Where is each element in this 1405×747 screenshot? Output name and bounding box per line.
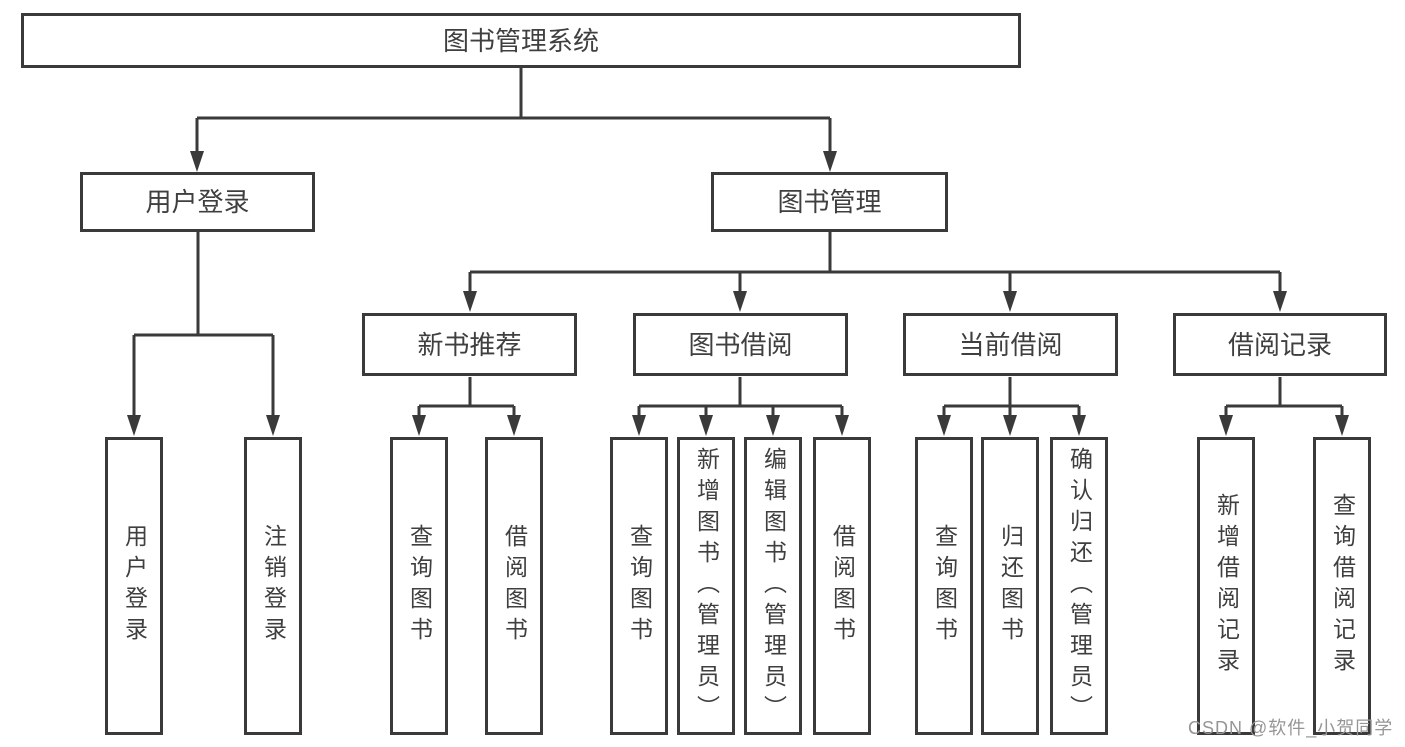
leaf-add-borrow-record: 新增借阅记录 [1197,437,1255,735]
leaf-query-book-current: 查询图书 [915,437,973,735]
node-new-book-recommend: 新书推荐 [362,313,577,376]
arrowhead [1072,415,1086,436]
arrowhead [835,415,849,436]
leaf-query-book-borrowing: 查询图书 [610,437,668,735]
tree-edges [132,68,1344,418]
leaf-borrow-book-recommend: 借阅图书 [485,437,543,735]
node-user-login: 用户登录 [80,172,315,232]
leaf-query-borrow-record: 查询借阅记录 [1313,437,1371,735]
node-book-management: 图书管理 [711,172,948,232]
arrowhead [127,415,141,436]
arrowhead [1219,415,1233,436]
leaf-edit-book-admin: 编辑图书（管理员） [744,437,802,735]
arrowhead [1003,415,1017,436]
arrowhead [699,415,713,436]
arrowhead [1273,291,1287,312]
leaf-confirm-return-admin: 确认归还（管理员） [1050,437,1108,735]
node-borrow-records: 借阅记录 [1173,313,1387,376]
arrowhead [266,415,280,436]
node-current-borrowing: 当前借阅 [903,313,1118,376]
arrowhead [412,415,426,436]
arrowhead [766,415,780,436]
node-book-borrowing: 图书借阅 [633,313,848,376]
arrowhead [733,291,747,312]
leaf-add-book-admin: 新增图书（管理员） [677,437,735,735]
arrowhead [1335,415,1349,436]
arrowhead [463,291,477,312]
leaf-query-book-recommend: 查询图书 [390,437,448,735]
arrowhead [632,415,646,436]
arrowhead [1003,291,1017,312]
leaf-return-book: 归还图书 [981,437,1039,735]
arrowhead [937,415,951,436]
leaf-user-login: 用户登录 [105,437,163,735]
arrowhead [507,415,521,436]
arrowhead [190,151,204,172]
arrowhead [823,151,837,172]
leaf-borrow-book: 借阅图书 [813,437,871,735]
node-root: 图书管理系统 [21,13,1021,68]
watermark-text: CSDN @软件_小贺同学 [1188,718,1394,738]
leaf-logout: 注销登录 [244,437,302,735]
